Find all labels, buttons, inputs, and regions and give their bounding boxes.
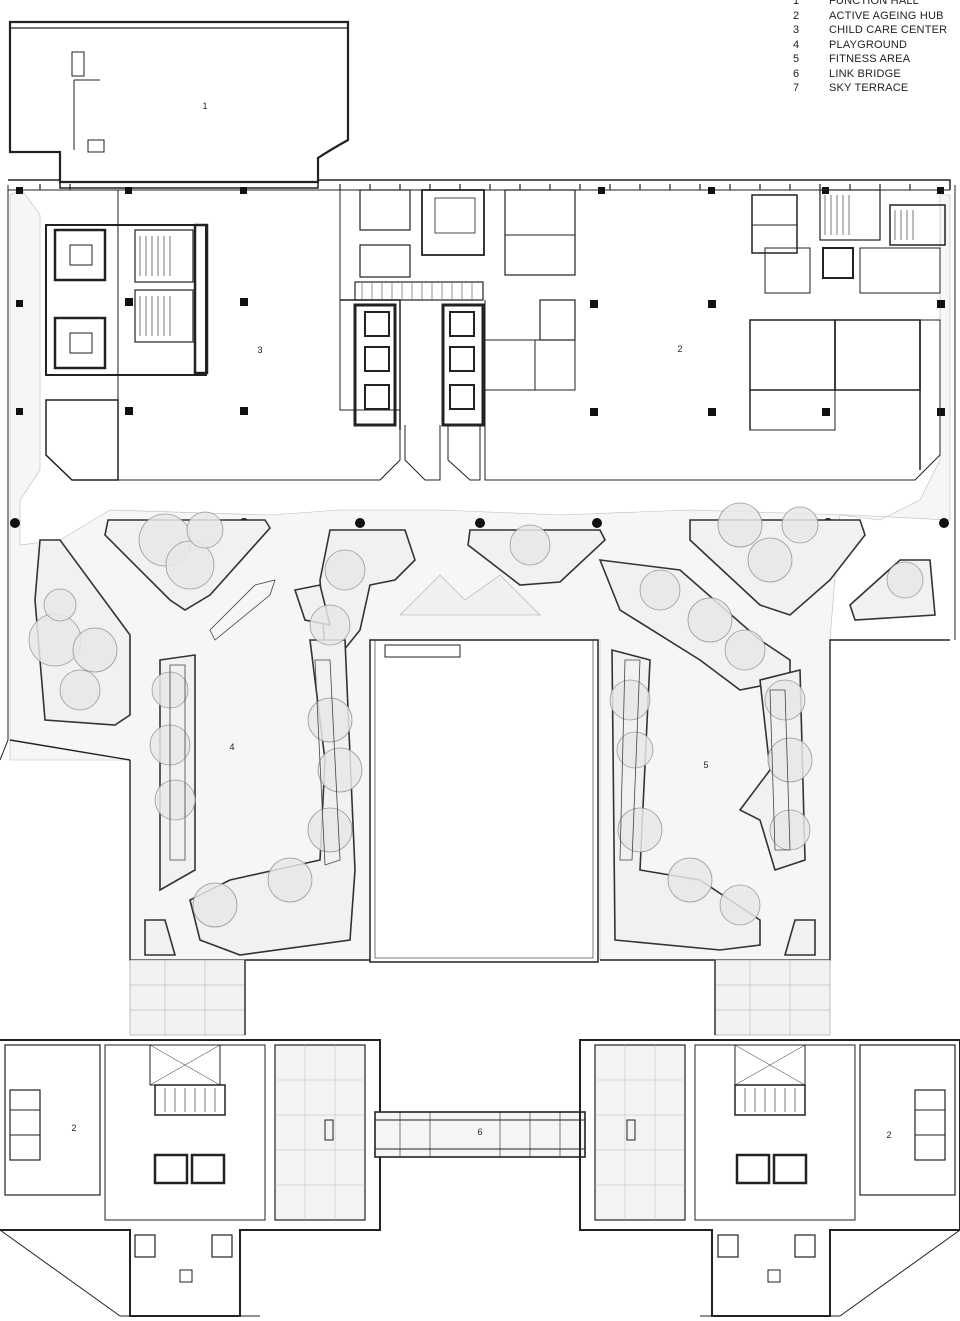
forecourt-paving <box>129 959 831 1036</box>
label-child-care-center: 3 <box>257 345 263 355</box>
label-link-bridge: 6 <box>477 1127 483 1137</box>
legend-item: 1 FUNCTION HALL <box>793 0 947 9</box>
legend-number: 4 <box>793 38 800 51</box>
legend-item: 7 SKY TERRACE <box>793 81 947 96</box>
legend-item: 3 CHILD CARE CENTER <box>793 23 947 38</box>
tree-canopies <box>28 502 924 928</box>
child-care-core <box>45 223 209 376</box>
forecourt-paving-lines <box>130 960 830 1035</box>
label-left-tower-hub: 2 <box>71 1123 77 1133</box>
legend-number: 6 <box>793 67 800 80</box>
link-bridge <box>374 1111 586 1158</box>
left-tower <box>0 1039 381 1317</box>
legend-label: FITNESS AREA <box>829 53 911 65</box>
function-hall <box>8 20 350 184</box>
central-service-core <box>353 189 576 481</box>
label-active-ageing-hub: 2 <box>677 344 683 354</box>
legend-item: 2 ACTIVE AGEING HUB <box>793 9 947 24</box>
label-function-hall: 1 <box>202 101 208 111</box>
legend-item: 5 FITNESS AREA <box>793 52 947 67</box>
legend-label: SKY TERRACE <box>829 82 909 94</box>
central-void <box>369 639 599 963</box>
legend-number: 7 <box>793 82 800 94</box>
legend-label: ACTIVE AGEING HUB <box>829 9 944 22</box>
planter-kerbs <box>169 579 791 866</box>
label-playground: 4 <box>229 742 235 752</box>
legend-number: 2 <box>793 9 800 22</box>
legend-item: 6 LINK BRIDGE <box>793 67 947 82</box>
feature-paving <box>399 574 541 616</box>
legend-number: 3 <box>793 24 800 36</box>
legend-label: CHILD CARE CENTER <box>829 24 948 36</box>
site-boundary <box>0 185 9 761</box>
child-care-center <box>45 190 401 481</box>
label-right-tower-hub: 2 <box>886 1130 892 1140</box>
legend-number: 1 <box>793 0 800 7</box>
legend-label: FUNCTION HALL <box>829 0 919 7</box>
right-tower <box>579 1039 960 1317</box>
active-ageing-hub <box>484 189 946 481</box>
legend-item: 4 PLAYGROUND <box>793 38 947 53</box>
legend: 1 FUNCTION HALL 2 ACTIVE AGEING HUB 3 CH… <box>793 0 947 96</box>
legend-number: 5 <box>793 53 800 65</box>
legend-label: PLAYGROUND <box>829 38 908 51</box>
label-fitness-area: 5 <box>703 760 709 770</box>
legend-label: LINK BRIDGE <box>829 67 901 80</box>
